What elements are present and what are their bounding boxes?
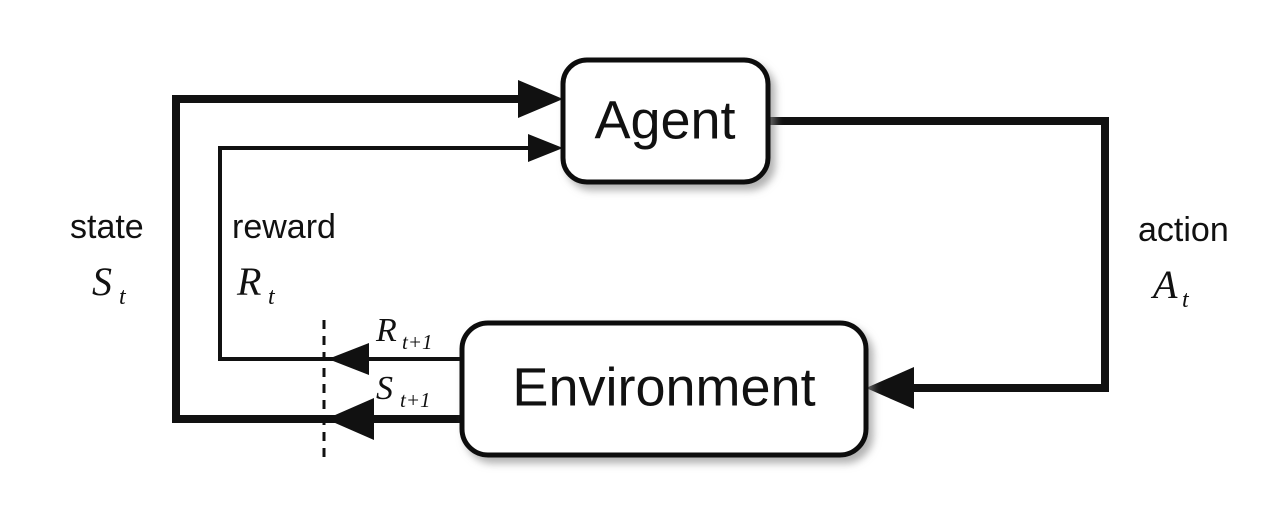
state-symbol-label: S	[92, 259, 112, 304]
node-environment[interactable]: Environment	[459, 320, 869, 458]
label-action: action A t	[1138, 211, 1229, 313]
environment-box[interactable]	[459, 320, 869, 458]
action-symbol-subscript: t	[1182, 287, 1190, 313]
action-arrowhead-into-environment	[866, 367, 914, 409]
reward-word-label: reward	[232, 208, 336, 246]
action-symbol-label: A	[1150, 262, 1178, 307]
reward-symbol-label: R	[236, 259, 261, 304]
state-arrowhead-at-divider	[326, 398, 374, 440]
environment-label: Environment	[512, 357, 815, 417]
edge-reward-feedback	[218, 134, 563, 375]
agent-box[interactable]	[560, 57, 771, 185]
reward-arrowhead-at-divider	[328, 343, 369, 375]
edge-state-feedback	[172, 80, 563, 440]
edge-action-forward	[768, 117, 1109, 409]
label-reward: reward R t	[232, 208, 336, 310]
agent-label: Agent	[594, 90, 735, 150]
state-word-label: state	[70, 208, 144, 246]
reward-symbol-subscript: t	[268, 284, 276, 310]
label-reward-next: R t+1	[375, 312, 433, 354]
action-word-label: action	[1138, 211, 1229, 249]
label-state: state S t	[70, 208, 144, 310]
node-agent[interactable]: Agent	[560, 57, 771, 185]
state-feedback-line	[172, 95, 528, 423]
state-arrowhead-into-agent	[518, 80, 563, 118]
action-forward-line	[768, 117, 1109, 392]
state-next-subscript: t+1	[400, 388, 431, 412]
reward-next-subscript: t+1	[402, 330, 433, 354]
reward-arrowhead-into-agent	[528, 134, 563, 162]
reward-next-symbol: R	[375, 312, 397, 349]
state-next-symbol: S	[376, 370, 393, 407]
state-symbol-subscript: t	[119, 284, 127, 310]
label-state-next: S t+1	[376, 370, 431, 412]
